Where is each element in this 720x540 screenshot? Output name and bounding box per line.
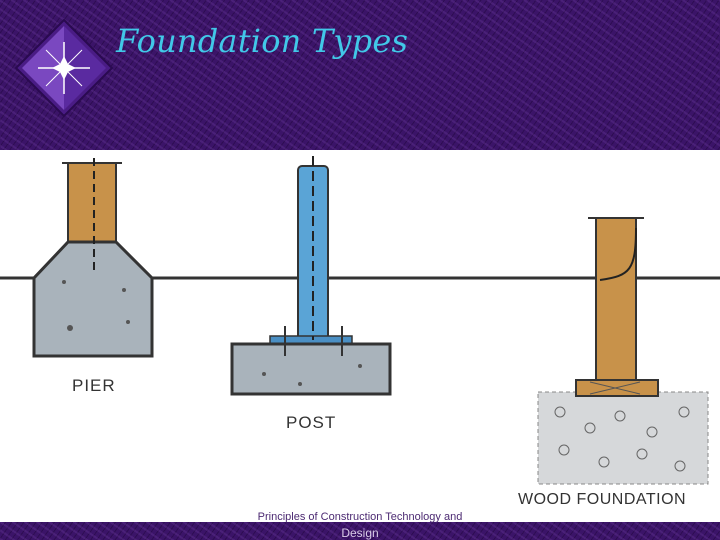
post-concrete-footing [230, 342, 392, 396]
foundation-diagram: PIER POST WOOD FOUNDATION [0, 150, 720, 522]
diamond-star-logo-icon [14, 18, 114, 118]
foundation-diagram-drawing [0, 156, 720, 485]
pier-wood-post [67, 162, 117, 249]
footer-line-2: Design [341, 526, 379, 540]
pier-foundation [32, 158, 154, 358]
pier-label: PIER [72, 376, 116, 395]
wood-foundation-label: WOOD FOUNDATION [518, 491, 687, 508]
footer-line-1: Principles of Construction Technology an… [257, 511, 463, 523]
pier-concrete [32, 240, 154, 358]
slide-footer: Principles of Construction Technology an… [0, 511, 720, 540]
wood-foundation-gravel [537, 391, 709, 485]
post-label: POST [286, 413, 337, 432]
slide-title: Foundation Types [116, 22, 409, 60]
post-foundation [230, 156, 392, 396]
wood-foundation [537, 217, 709, 485]
wood-foundation-post [595, 217, 637, 381]
